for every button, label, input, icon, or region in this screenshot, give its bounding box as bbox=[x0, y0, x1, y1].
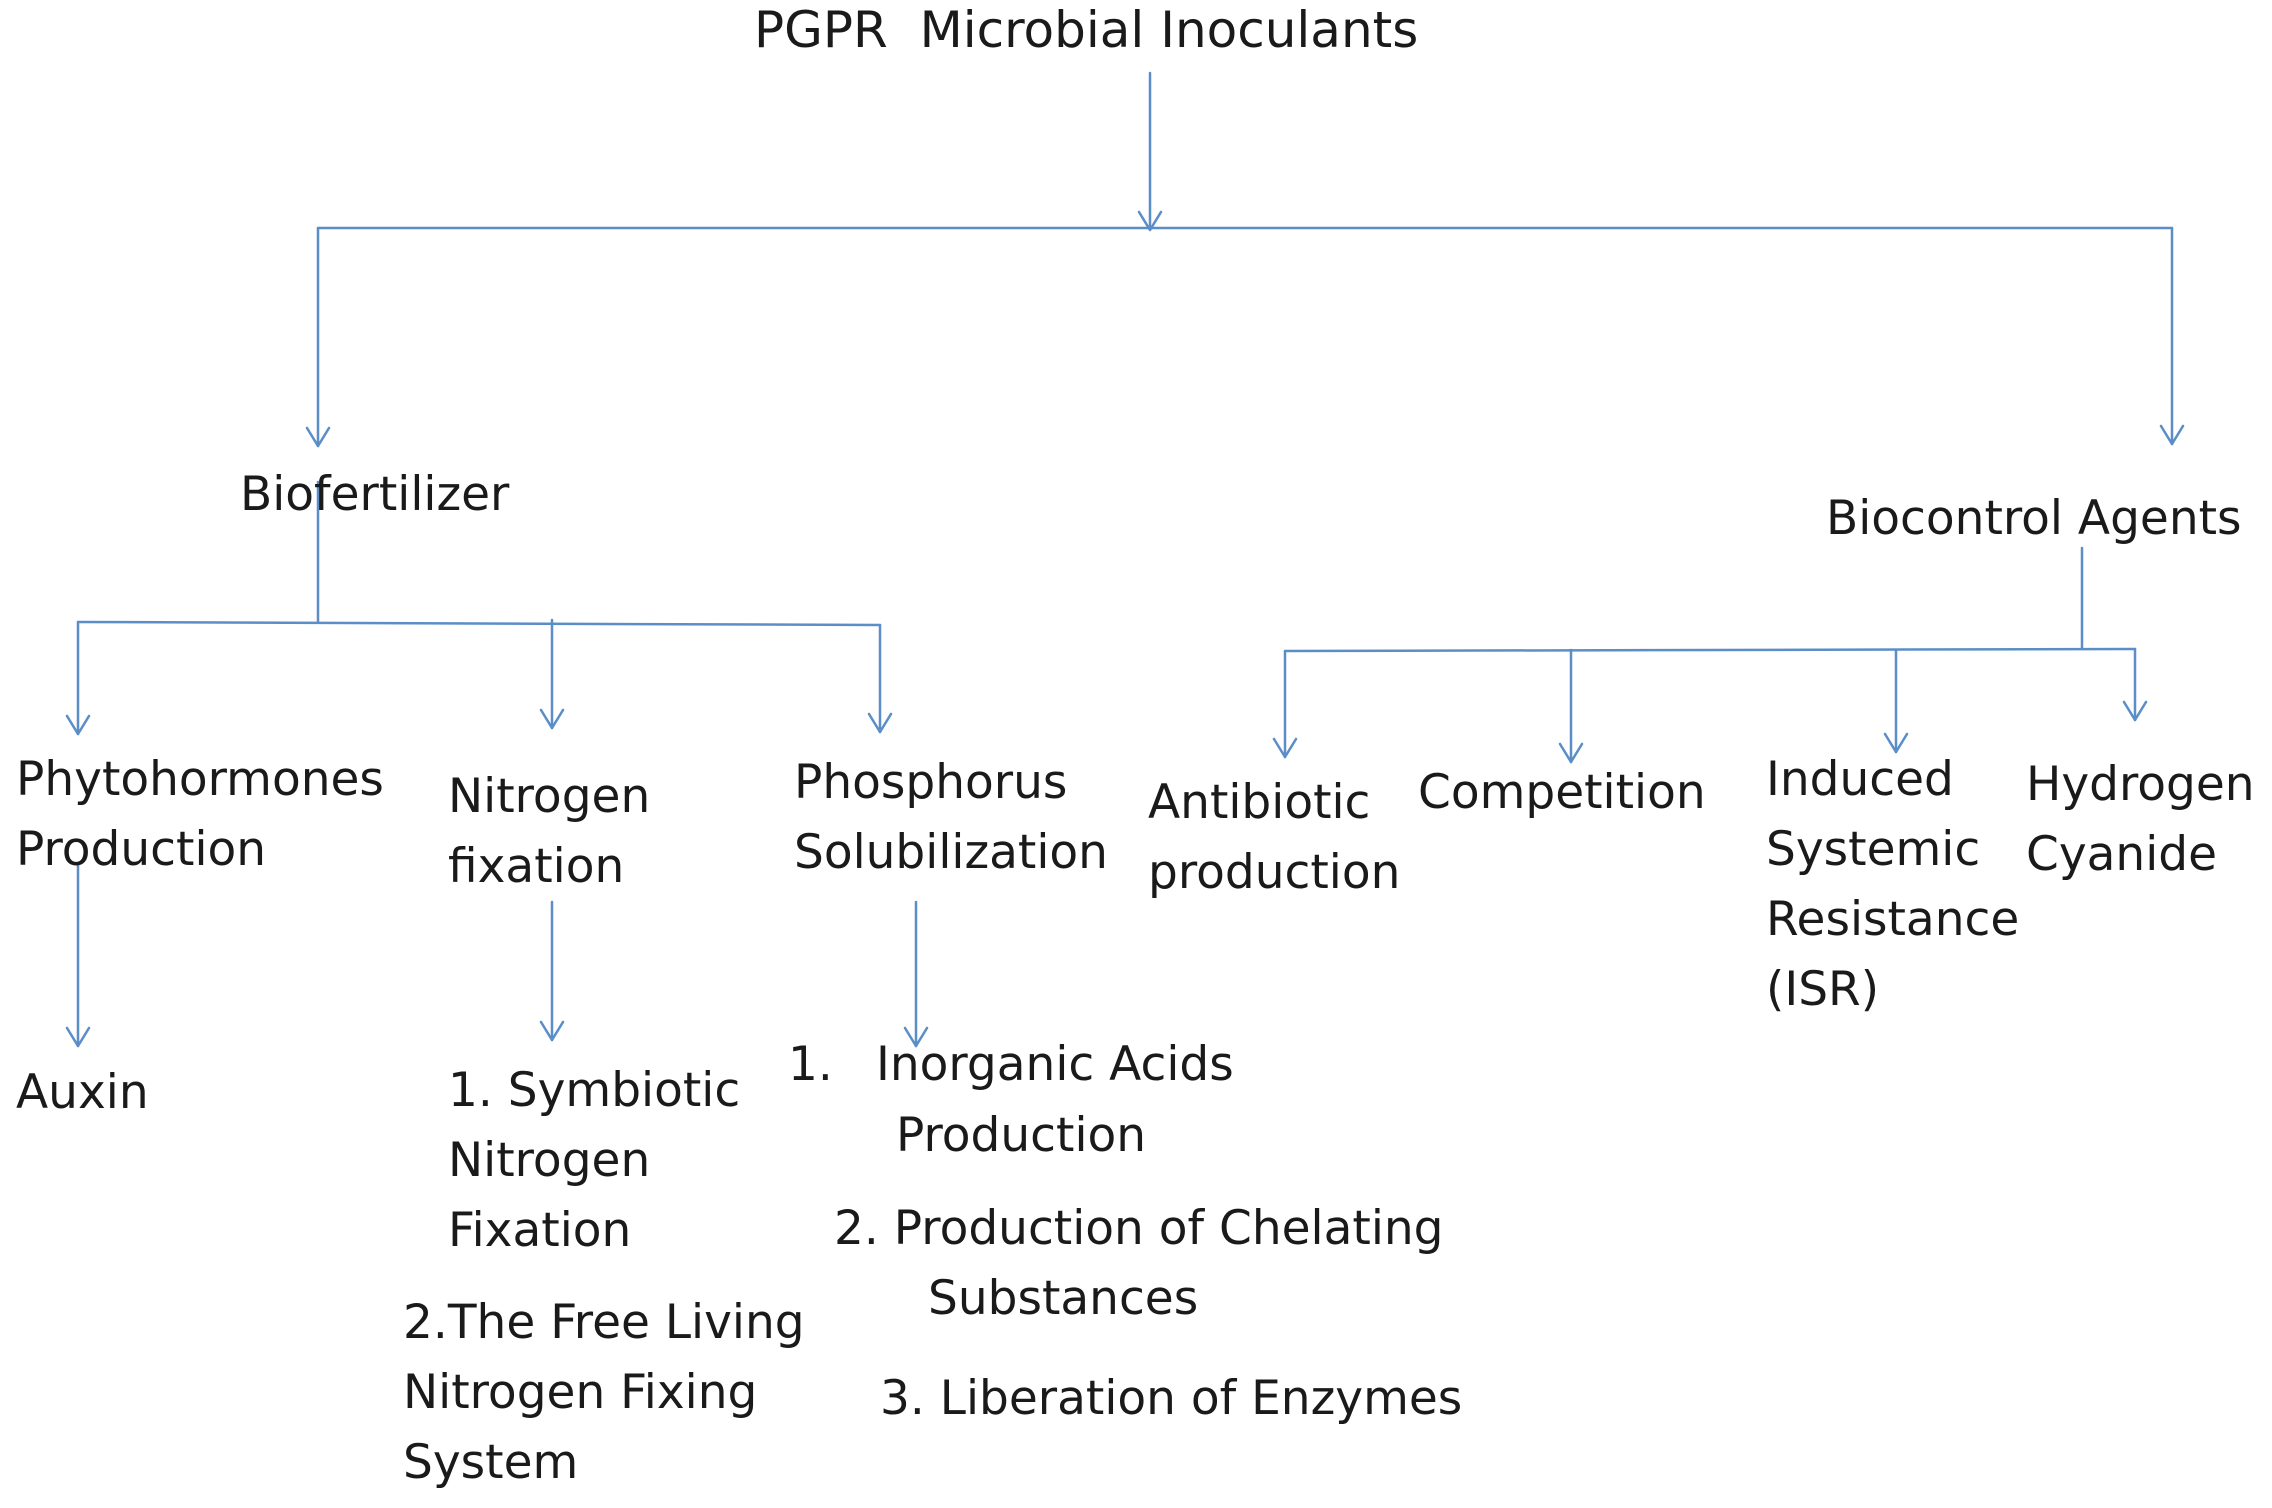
phytohormones-arrow bbox=[65, 714, 91, 736]
inorganic-continued: Production bbox=[896, 1108, 1147, 1163]
phosphorus-node: Phosphorus Solubilization bbox=[794, 755, 1108, 880]
biocontrol-bar bbox=[1283, 647, 2137, 653]
phosphorus-arrow bbox=[867, 712, 893, 734]
auxin-arrow bbox=[65, 1026, 91, 1048]
chelating-continued: Substances bbox=[928, 1271, 1199, 1326]
isr-arrow bbox=[1883, 732, 1909, 754]
biofertilizer-node: Biofertilizer bbox=[240, 467, 510, 522]
nitrogen-arrow bbox=[539, 708, 565, 730]
nitrogen-fixation-node: Nitrogen fixation bbox=[448, 769, 651, 894]
phytohormones-node: Phytohormones Production bbox=[16, 752, 384, 877]
enzymes-node: 3. Liberation of Enzymes bbox=[880, 1371, 1463, 1426]
antibiotic-node: Antibiotic production bbox=[1148, 775, 1401, 900]
symbiotic-node: 1. Symbiotic Nitrogen Fixation bbox=[448, 1063, 741, 1258]
competition-arrow bbox=[1558, 742, 1584, 764]
competition-node: Competition bbox=[1418, 765, 1706, 820]
free-living-node: 2.The Free Living Nitrogen Fixing System bbox=[403, 1295, 805, 1490]
antibiotic-arrow bbox=[1272, 737, 1298, 759]
diagram-title: PGPR Microbial Inoculants bbox=[754, 1, 1419, 59]
hcn-node: Hydrogen Cyanide bbox=[2026, 757, 2255, 882]
title-stem-arrow bbox=[1137, 210, 1163, 232]
inorganic-arrow bbox=[903, 1026, 929, 1048]
biocontrol-arrow bbox=[2159, 424, 2185, 446]
biocontrol-node: Biocontrol Agents bbox=[1826, 491, 2242, 546]
chelating-node: 2. Production of Chelating bbox=[834, 1201, 1444, 1256]
symbiotic-arrow bbox=[539, 1020, 565, 1042]
biofertilizer-bar bbox=[76, 620, 882, 627]
inorganic-number: 1. bbox=[788, 1037, 833, 1092]
inorganic-node: Inorganic Acids bbox=[876, 1037, 1234, 1092]
hcn-arrow bbox=[2122, 700, 2148, 722]
biofertilizer-arrow bbox=[305, 426, 331, 448]
isr-node: Induced Systemic Resistance (ISR) bbox=[1766, 752, 2020, 1017]
auxin-node: Auxin bbox=[16, 1065, 149, 1120]
